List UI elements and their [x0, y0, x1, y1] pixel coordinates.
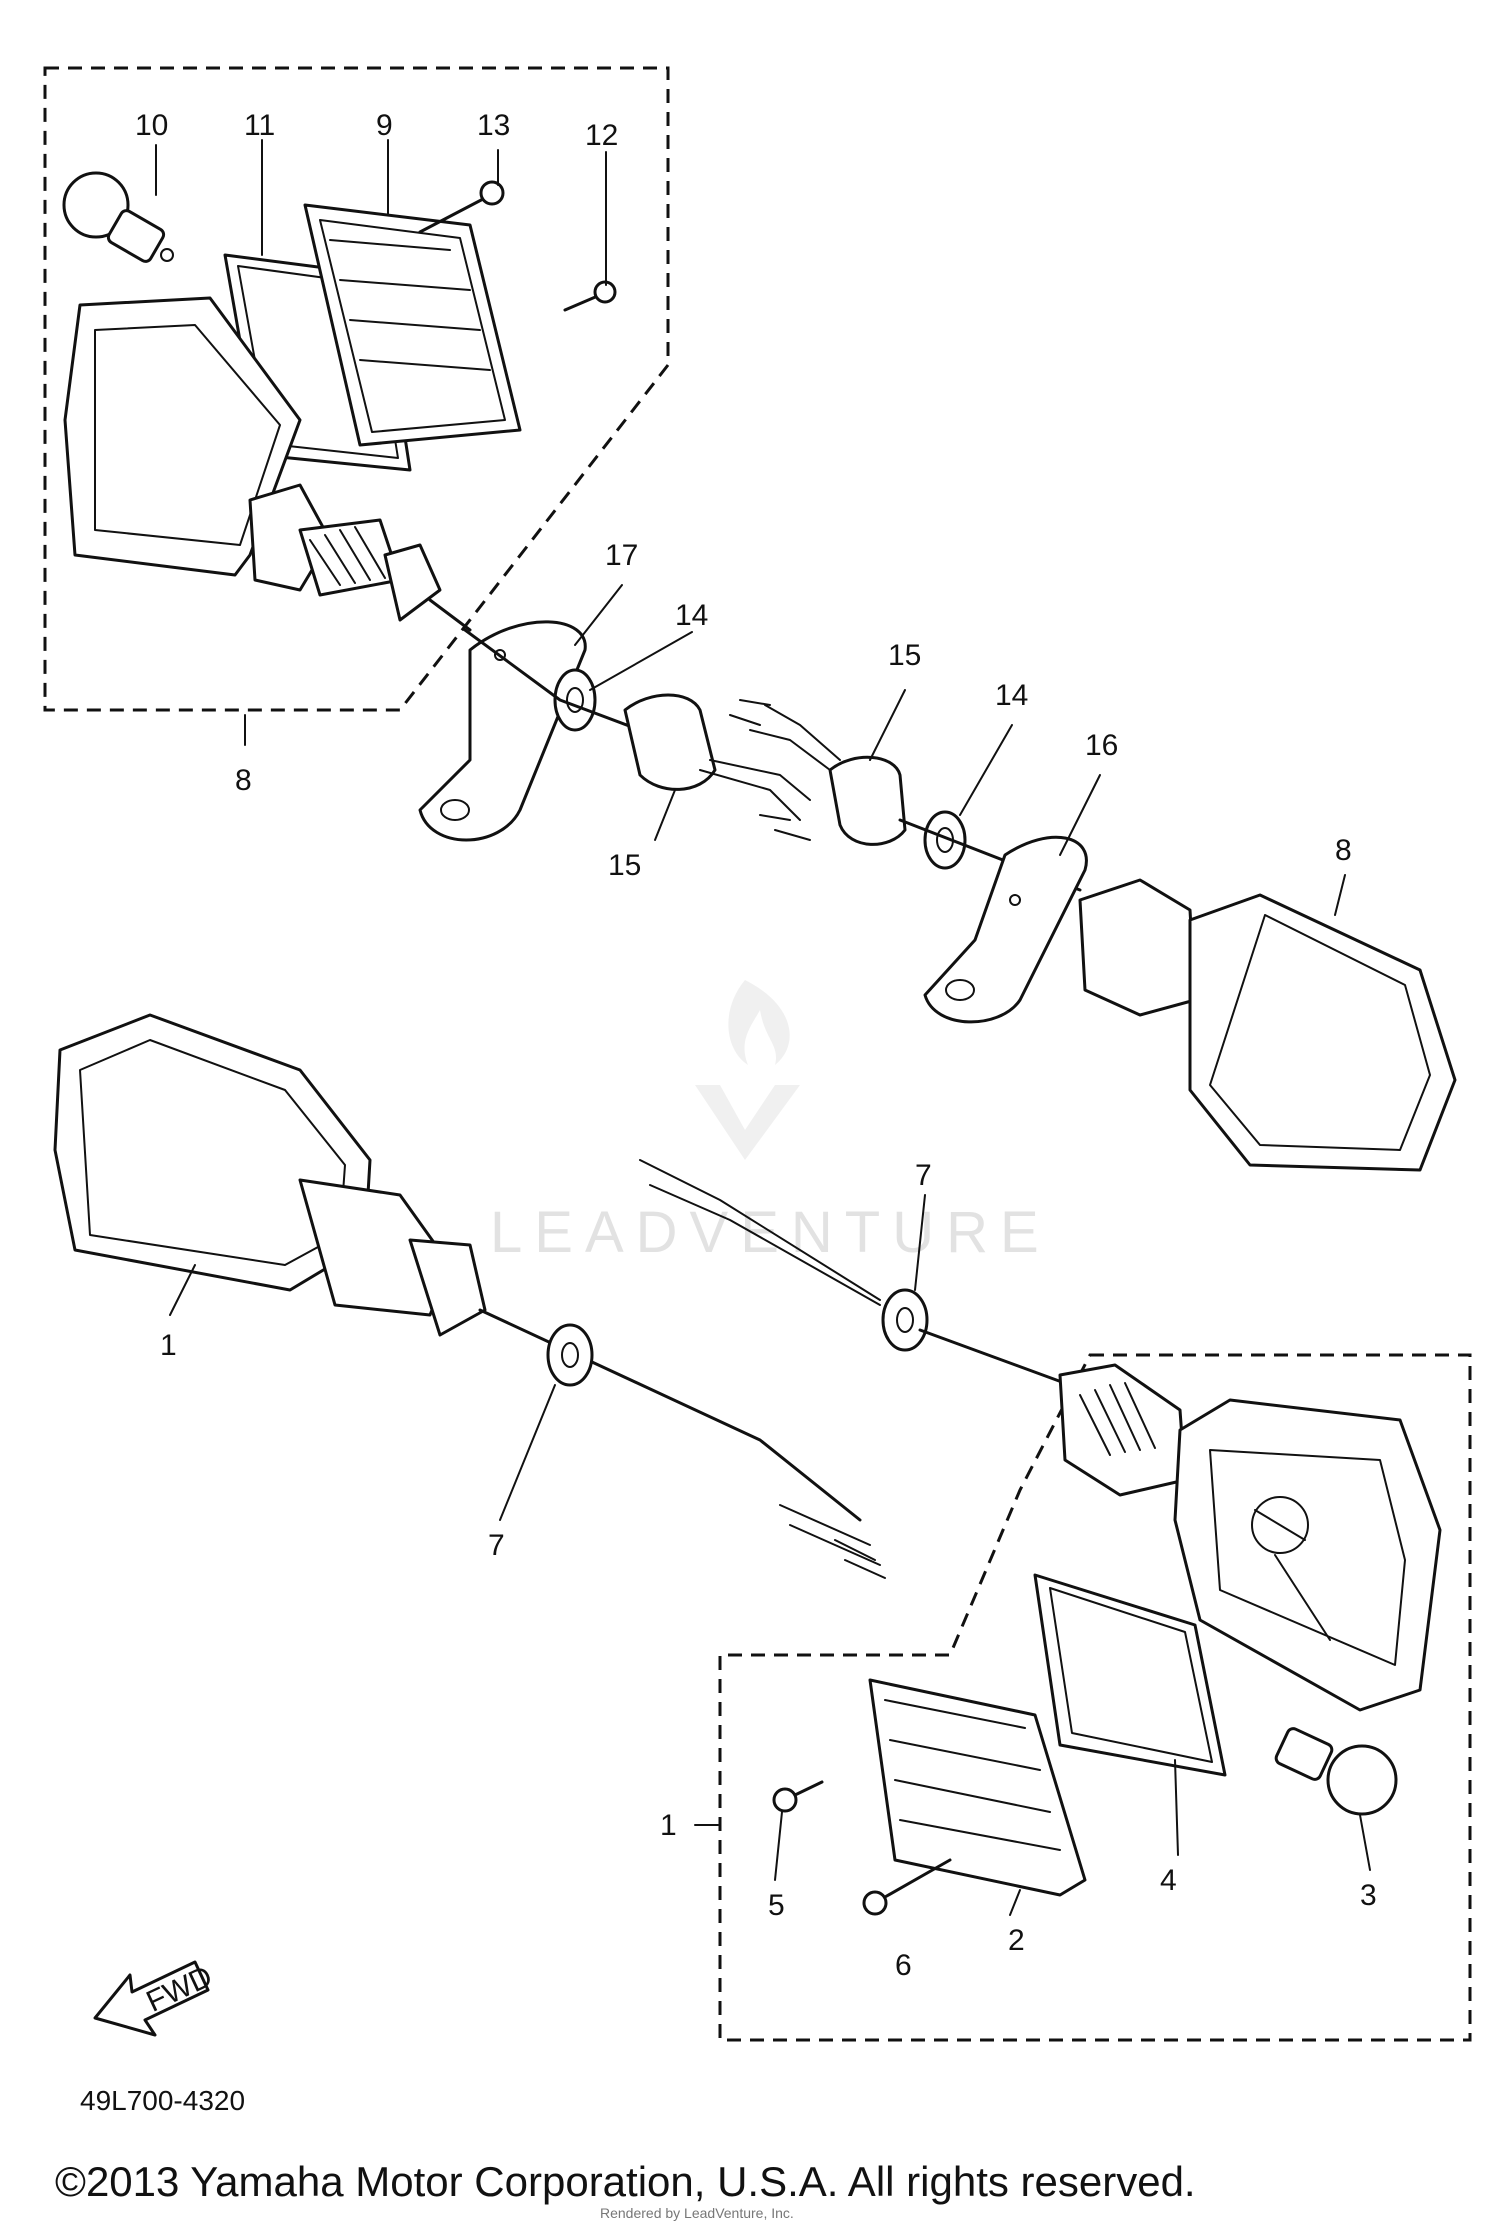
- upper-turn-signal-housing: [63, 296, 472, 632]
- callout-10: 10: [135, 109, 168, 142]
- callout-5: 5: [768, 1889, 785, 1922]
- screw-13: [418, 180, 505, 234]
- callout-15-right: 15: [888, 639, 921, 672]
- callout-7-lower: 7: [488, 1529, 505, 1562]
- watermark-logo: [695, 980, 800, 1160]
- leader-lines: [155, 139, 1371, 1916]
- callout-17: 17: [605, 539, 638, 572]
- lens-9: [303, 203, 522, 447]
- part-code: 49L700-4320: [80, 2085, 246, 2116]
- fwd-arrow-icon: [93, 1960, 210, 2037]
- callout-1-group: 1: [660, 1809, 677, 1842]
- callout-6: 6: [895, 1949, 912, 1982]
- wire-left-lower: [478, 1308, 862, 1522]
- screw-12: [563, 280, 617, 312]
- callout-14-right: 14: [995, 679, 1028, 712]
- lens-2: [868, 1678, 1087, 1897]
- right-turn-signal-housing: [1078, 878, 1457, 1172]
- callout-11: 11: [244, 109, 275, 142]
- wire-lower-right: [918, 1328, 1072, 1387]
- grommet-14-right: [923, 810, 967, 870]
- callout-8-upper: 8: [235, 764, 252, 797]
- lower-right-housing: [1058, 1363, 1442, 1712]
- lower-group-boundary: [718, 1353, 1472, 2042]
- callout-4: 4: [1160, 1864, 1177, 1897]
- callout-1-housing: 1: [160, 1329, 177, 1362]
- bracket-16: [923, 835, 1088, 1024]
- bulb-10: [62, 171, 174, 263]
- connector-left-lower: [779, 1504, 886, 1579]
- callout-13: 13: [477, 109, 510, 142]
- grommet-14-left: [553, 668, 597, 732]
- connector-upper-wire: [639, 1159, 881, 1306]
- gasket-4: [1033, 1573, 1227, 1777]
- upper-group-boundary: [43, 66, 670, 712]
- callout-3: 3: [1360, 1879, 1377, 1912]
- copyright-notice: ©2013 Yamaha Motor Corporation, U.S.A. A…: [55, 2158, 1196, 2205]
- boot-15-right: [729, 699, 907, 846]
- grommet-7-left: [546, 1323, 594, 1387]
- callout-7-upper: 7: [915, 1159, 932, 1192]
- bracket-17: [418, 620, 587, 842]
- wire-upper: [463, 628, 642, 732]
- screw-6: [862, 1858, 952, 1916]
- left-turn-signal-housing: [53, 1013, 487, 1337]
- callout-9: 9: [376, 109, 393, 142]
- callout-16: 16: [1085, 729, 1118, 762]
- bulb-3: [1274, 1727, 1398, 1816]
- watermark-text: LEADVENTURE: [490, 1200, 1051, 1265]
- callout-2: 2: [1008, 1924, 1025, 1957]
- rendered-by-credit: Rendered by LeadVenture, Inc.: [600, 2205, 794, 2221]
- callout-14-left: 14: [675, 599, 708, 632]
- callout-8-right: 8: [1335, 834, 1352, 867]
- callout-15-left: 15: [608, 849, 641, 882]
- callout-12: 12: [585, 119, 618, 152]
- boot-15-left: [623, 693, 811, 841]
- grommet-7-right: [881, 1288, 929, 1352]
- screw-5: [772, 1780, 824, 1813]
